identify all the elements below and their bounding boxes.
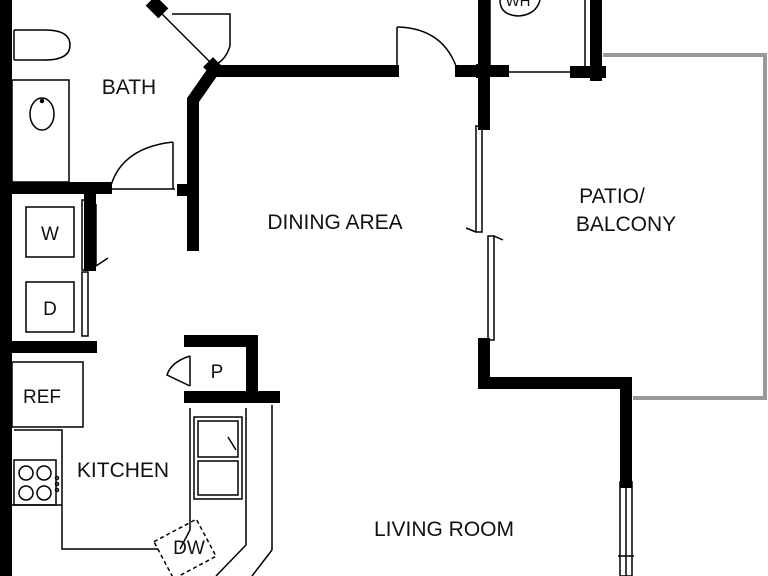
living-room-label: LIVING ROOM — [374, 518, 514, 541]
burner-icon — [36, 465, 52, 481]
dryer-label: D — [43, 299, 57, 320]
dining-area-label: DINING AREA — [267, 211, 402, 234]
balcony-label: BALCONY — [576, 213, 676, 236]
pantry-label: P — [211, 362, 224, 383]
thin-lines — [11, 0, 634, 576]
water-heater-icon — [499, 0, 541, 17]
fixtures — [13, 0, 541, 501]
toilet-icon — [14, 29, 71, 61]
patio-outline — [603, 53, 767, 400]
doors — [109, 9, 459, 576]
burner-icon — [18, 485, 34, 501]
dishwasher-label: DW — [173, 538, 205, 559]
patio-label: PATIO/ — [579, 185, 645, 208]
refrigerator-label: REF — [23, 387, 61, 408]
burner-icon — [18, 465, 34, 481]
walls — [0, 0, 632, 576]
bath-label: BATH — [102, 76, 156, 99]
washer-label: W — [41, 224, 59, 245]
water-heater-label: WH — [506, 0, 531, 10]
kitchen-label: KITCHEN — [77, 459, 169, 482]
bathroom-sink-icon — [29, 97, 55, 131]
burner-icon — [36, 485, 52, 501]
